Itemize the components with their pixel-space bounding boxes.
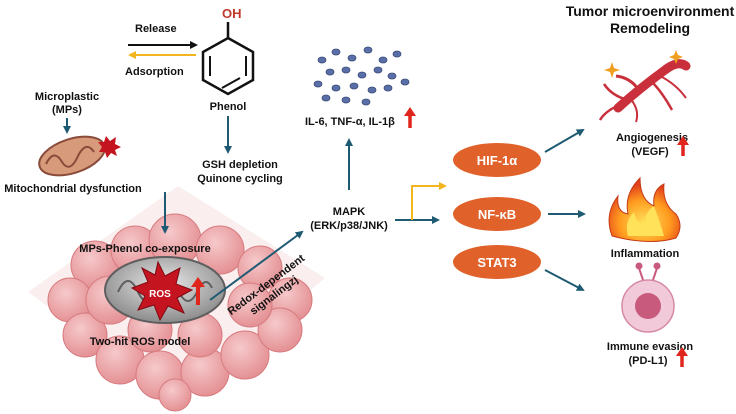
cytokines-up-arrow-icon: [404, 107, 416, 128]
microplastic-label-line1: Microplastic: [35, 91, 99, 103]
mitochondrion-icon: [38, 135, 121, 177]
hif1a-node: [453, 143, 541, 177]
angiogenesis-label-line1: Angiogenesis: [616, 132, 688, 144]
stat3-to-immune-arrow: [544, 269, 585, 291]
adsorption-label: Adsorption: [125, 66, 184, 78]
gsh-label-line1: GSH depletion: [202, 159, 278, 171]
hif-to-angio-arrow: [544, 128, 585, 153]
hif1a-label: HIF-1α: [477, 153, 518, 168]
mitochondrial-dysfunction-label: Mitochondrial dysfunction: [4, 183, 142, 195]
immune-evasion-label-line2: (PD-L1): [628, 355, 667, 367]
phenol-label: Phenol: [210, 101, 247, 113]
stat3-node: [453, 245, 541, 279]
angiogenesis-up-arrow-icon: [677, 136, 689, 156]
immune-cell-icon: [621, 262, 675, 333]
phenol-oh-label: OH: [222, 6, 242, 21]
cytokine-dots-illustration: [313, 46, 410, 106]
angiogenesis-label-line2: (VEGF): [631, 146, 669, 158]
mapk-label-line1: MAPK: [333, 206, 365, 218]
mitochondrion-ros-illustration: [104, 256, 226, 324]
release-label: Release: [135, 23, 177, 35]
mapk-to-hif-arrow: [411, 182, 447, 220]
diagram-title-line1: Tumor microenvironment: [566, 3, 735, 19]
immune-evasion-label-line1: Immune evasion: [607, 341, 693, 353]
phenol-structure-icon: [201, 22, 255, 96]
mapk-label-line2: (ERK/p38/JNK): [310, 220, 388, 232]
flame-icon: [608, 176, 681, 243]
microplastic-label-line2: (MPs): [52, 104, 82, 116]
nfkb-label: NF-κB: [478, 207, 516, 222]
cytokines-label: IL-6, TNF-α, IL-1β: [305, 116, 395, 128]
inflammation-label: Inflammation: [611, 248, 680, 260]
immune-evasion-up-arrow-icon: [676, 347, 688, 367]
two-hit-ros-label: Two-hit ROS model: [90, 336, 191, 348]
redox-arrow: [209, 230, 304, 301]
diagram-title-line2: Remodeling: [610, 20, 690, 36]
blood-vessel-icon: [598, 50, 691, 123]
stat3-label: STAT3: [477, 255, 516, 270]
ros-up-arrow-icon: [191, 277, 205, 305]
gsh-label-line2: Quinone cycling: [197, 173, 283, 185]
coexposure-label: MPs-Phenol co-exposure: [79, 243, 210, 255]
nfkb-node: [453, 197, 541, 231]
ros-label: ROS: [149, 289, 171, 300]
